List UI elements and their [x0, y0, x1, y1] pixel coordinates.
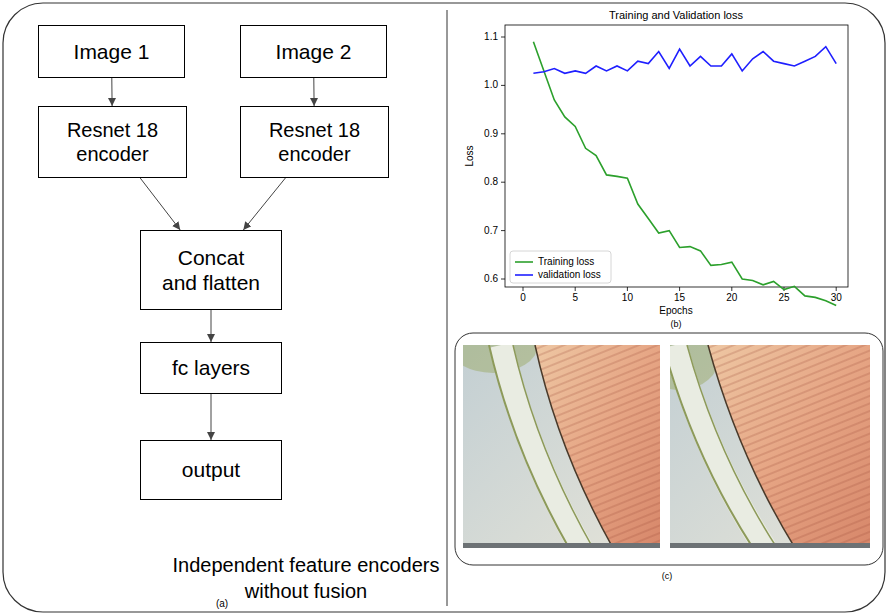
axis-tick-label: 0.6: [468, 273, 498, 285]
micrograph-photo: [670, 345, 870, 548]
arrow-connector: [140, 178, 180, 230]
x-tick: [679, 287, 680, 291]
axis-tick-label: 0.7: [468, 225, 498, 237]
plot-frame: [505, 25, 848, 287]
process-box: Resnet 18 encoder: [240, 106, 389, 178]
legend-label: validation loss: [538, 269, 601, 281]
chart-title: Training and Validation loss: [526, 9, 826, 22]
arrow-connector: [211, 394, 212, 440]
arrow-connector: [211, 310, 212, 342]
process-box: Resnet 18 encoder: [38, 106, 187, 178]
panel-letter: (a): [202, 598, 242, 610]
axis-tick-label: 5: [560, 292, 590, 304]
axis-title: Loss: [464, 136, 476, 176]
chart-plot: [501, 37, 836, 306]
photo-panel: [455, 333, 883, 565]
x-tick: [575, 287, 576, 291]
axis-tick-label: 1.1: [468, 31, 498, 43]
outer-frame: [3, 3, 885, 612]
x-tick: [627, 287, 628, 291]
legend-label: Training loss: [538, 256, 594, 268]
box-label: Image 2: [276, 39, 352, 64]
training-loss-curve: [533, 42, 836, 306]
axis-tick-label: 10: [612, 292, 642, 304]
process-box: Image 1: [38, 25, 185, 78]
process-box: output: [140, 440, 282, 500]
caption-text: Independent feature encoders without fus…: [168, 552, 444, 604]
x-tick: [523, 287, 524, 291]
x-tick: [836, 287, 837, 291]
legend-line-sample: [515, 274, 533, 276]
axis-tick-label: 1.0: [468, 79, 498, 91]
axis-title: Epochs: [636, 305, 716, 317]
axis-tick-label: 15: [665, 292, 695, 304]
micrograph-photo: [463, 345, 660, 548]
process-box: Image 2: [240, 25, 387, 78]
box-label: fc layers: [172, 355, 250, 380]
y-tick: [501, 37, 505, 38]
box-label: Image 1: [74, 39, 150, 64]
validation-loss-curve: [533, 47, 836, 74]
process-box: fc layers: [140, 342, 282, 394]
box-label: Resnet 18 encoder: [247, 118, 382, 166]
axis-tick-label: 0: [508, 292, 538, 304]
divider-line: [447, 10, 448, 606]
panel-letter: (c): [647, 571, 687, 582]
axis-tick-label: 0.8: [468, 176, 498, 188]
arrow-connector: [243, 178, 285, 230]
arrow-connector: [111, 78, 112, 106]
panel-letter: (b): [656, 319, 696, 330]
process-box: Concat and flatten: [140, 230, 282, 310]
axis-tick-label: 20: [717, 292, 747, 304]
box-label: Resnet 18 encoder: [45, 118, 180, 166]
axis-tick-label: 0.9: [468, 128, 498, 140]
arrow-connector: [313, 78, 314, 106]
legend-box: [510, 251, 611, 283]
x-tick: [731, 287, 732, 291]
axis-tick-label: 30: [821, 292, 851, 304]
box-label: Concat and flatten: [160, 245, 263, 295]
y-tick: [501, 230, 505, 231]
y-tick: [501, 182, 505, 183]
legend-line-sample: [515, 261, 533, 263]
y-tick: [501, 279, 505, 280]
box-label: output: [182, 457, 240, 482]
y-tick: [501, 85, 505, 86]
axis-tick-label: 25: [769, 292, 799, 304]
y-tick: [501, 133, 505, 134]
